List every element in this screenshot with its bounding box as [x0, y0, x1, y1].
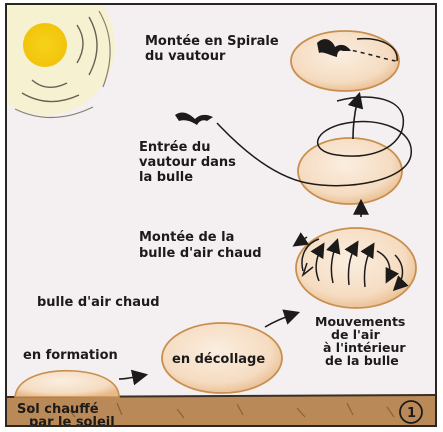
label-spiral-2: du vautour — [145, 49, 226, 64]
diagram-frame: Montée en Spirale du vautour Entrée du v… — [5, 3, 437, 427]
label-ground-2: par le soleil — [29, 415, 115, 427]
label-entry: Entrée du — [139, 140, 210, 155]
label-rise: Montée de la — [139, 230, 234, 245]
sun-icon — [7, 5, 115, 118]
label-hot-air: bulle d'air chaud — [37, 295, 160, 310]
label-rise-2: bulle d'air chaud — [139, 246, 262, 261]
label-takeoff: en décollage — [172, 352, 265, 367]
label-entry-3: la bulle — [139, 170, 193, 185]
arrow-up-2 — [353, 95, 359, 139]
arrow-formation-to-takeoff — [119, 375, 145, 379]
label-in-formation: en formation — [23, 348, 118, 363]
label-movements-4: de la bulle — [325, 353, 399, 368]
label-spiral: Montée en Spirale — [145, 34, 279, 49]
bubble-top — [291, 31, 399, 91]
bubble-in-formation — [15, 371, 119, 397]
arrow-takeoff-to-rise — [265, 313, 297, 327]
panel-number: 1 — [407, 406, 416, 421]
label-entry-2: vautour dans — [139, 155, 236, 170]
bubble-rising — [296, 228, 416, 308]
thermal-diagram: Montée en Spirale du vautour Entrée du v… — [7, 5, 437, 427]
vulture-icon — [175, 112, 213, 125]
